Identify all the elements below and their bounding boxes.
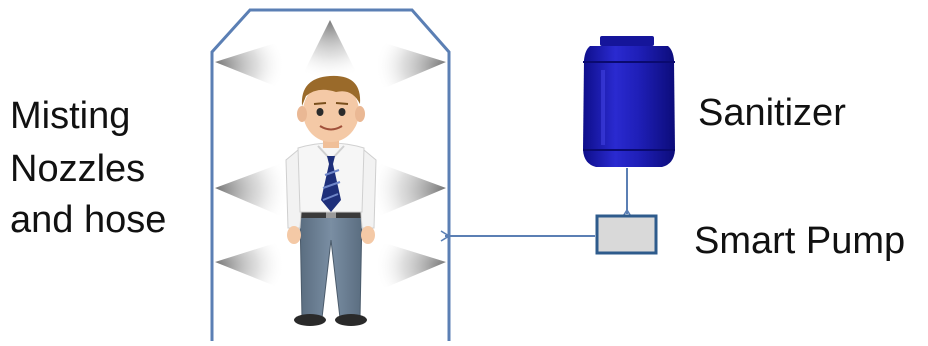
sanitizer-drum-icon	[583, 36, 675, 167]
spray-left-middle	[215, 160, 290, 220]
spray-left-bottom	[215, 240, 285, 290]
pump-box-icon	[597, 216, 656, 253]
misting-label-line-1: Misting	[10, 97, 130, 135]
smart-pump-label: Smart Pump	[694, 222, 905, 260]
spray-left-top	[215, 40, 285, 90]
spray-right-middle	[370, 160, 446, 220]
spray-right-bottom	[375, 240, 446, 292]
sanitizer-label: Sanitizer	[698, 94, 846, 132]
misting-label-line-3: and hose	[10, 201, 166, 239]
spray-top	[300, 20, 360, 80]
spray-right-top	[375, 40, 446, 92]
misting-label-line-2: Nozzles	[10, 150, 145, 188]
businessman-icon	[286, 76, 376, 326]
